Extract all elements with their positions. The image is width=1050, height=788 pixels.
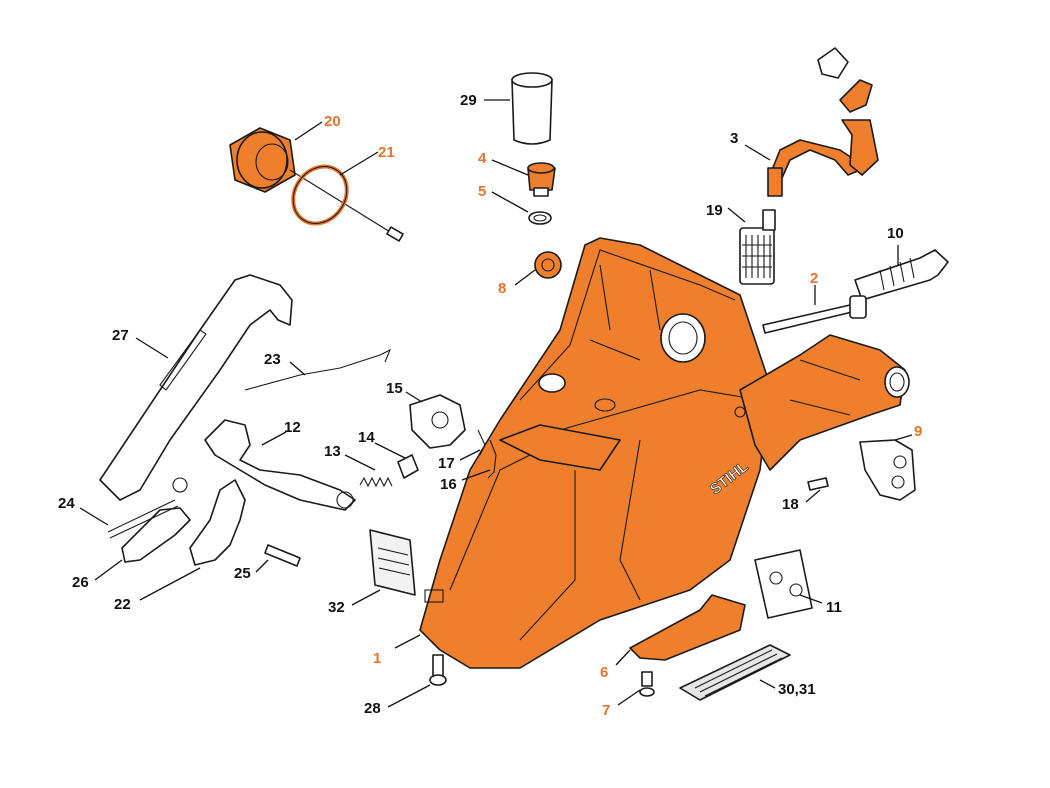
callout-2: 2 [810,270,818,287]
callout-25: 25 [234,565,251,582]
callout-22: 22 [114,596,131,613]
callout-32: 32 [328,599,345,616]
callout-8: 8 [498,280,506,297]
rod-part-23[interactable] [244,348,392,391]
callout-1: 1 [373,650,381,667]
callout-24: 24 [58,495,75,512]
callout-21: 21 [378,144,395,161]
leader-lines [79,99,913,708]
callout-14: 14 [358,429,375,446]
handle-part-27[interactable] [99,274,293,501]
callout-11: 11 [826,599,842,616]
o-ring-part-21[interactable] [282,156,357,234]
callout-9: 9 [914,423,922,440]
callout-10: 10 [887,225,904,242]
callout-3: 3 [730,130,738,147]
bolt-part-2[interactable] [762,295,867,334]
callout-30-31: 30,31 [778,681,816,698]
callout-27: 27 [112,327,129,344]
callout-13: 13 [324,443,341,460]
callout-5: 5 [478,183,486,200]
filter-part-29[interactable] [511,72,553,145]
trigger-part-12[interactable] [204,419,356,511]
callout-6: 6 [600,664,608,681]
fuel-filter-part-19[interactable] [739,209,776,285]
part-17[interactable] [477,429,486,456]
callout-labels: 1 2 3 4 5 6 7 8 9 10 11 12 13 14 15 16 1… [58,92,922,719]
callout-28: 28 [364,700,381,717]
warning-label-part-11[interactable] [754,549,813,619]
housing-rear-arm [739,334,910,471]
part-22[interactable] [189,479,246,566]
part-6[interactable] [629,594,746,661]
spring-part-13[interactable] [359,476,393,488]
hose-part-10[interactable] [854,249,949,301]
callout-17: 17 [438,455,455,472]
callout-15: 15 [386,380,403,397]
callout-29: 29 [460,92,477,109]
callout-19: 19 [706,202,723,219]
tank-cap-part-20[interactable] [229,127,404,242]
part-14[interactable] [397,454,419,479]
housing-part-1[interactable] [419,237,771,669]
callout-16: 16 [440,476,457,493]
part-24[interactable] [107,477,188,539]
valve-part-4[interactable] [527,162,556,197]
part-16[interactable] [487,439,497,479]
callout-23: 23 [264,351,281,368]
washer-part-5[interactable] [528,211,552,225]
screw-part-28[interactable] [429,654,447,686]
part-15[interactable] [409,394,466,449]
screw-part-7[interactable] [639,671,655,697]
fuel-hose-part-3[interactable] [767,47,879,197]
plate-part-30-31[interactable] [679,644,791,701]
label-part-32[interactable] [369,529,416,596]
callout-7: 7 [602,702,610,719]
callout-18: 18 [782,496,799,513]
callout-26: 26 [72,574,89,591]
pin-part-25[interactable] [264,544,301,567]
part-26[interactable] [121,507,191,563]
part-9[interactable] [859,439,916,501]
callout-12: 12 [284,419,301,436]
screw-part-18[interactable] [807,477,829,491]
callout-20: 20 [324,113,341,130]
callout-4: 4 [478,150,487,167]
grommet-part-8[interactable] [534,251,562,279]
